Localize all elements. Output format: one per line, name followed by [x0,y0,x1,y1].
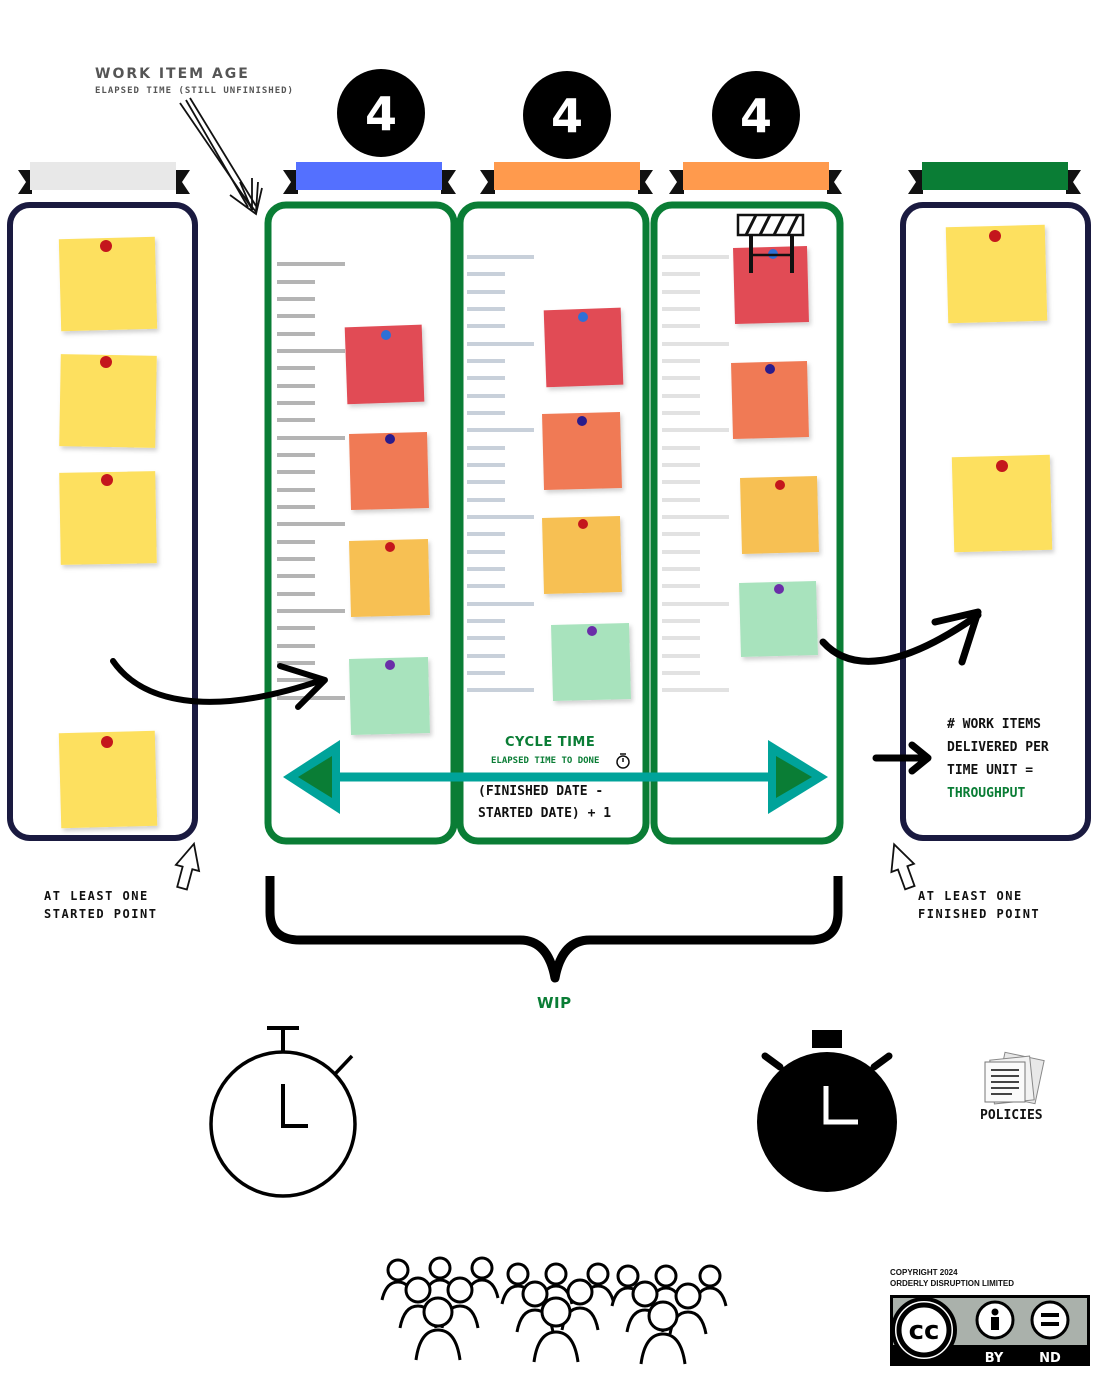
wip-limit-col3: 4 [712,71,800,159]
license-nd-label: ND [1039,1351,1061,1366]
outline-stopwatch-icon [209,1026,357,1198]
throughput-line2: DELIVERED PER [947,740,1049,755]
finished-point-label-line1: AT LEAST ONE [918,889,1023,903]
wip-limit-value: 4 [740,89,772,143]
backlog-sticky-3 [59,471,157,565]
finished-point-label-line2: FINISHED POINT [918,907,1041,921]
wip-label: WIP [537,994,572,1012]
start-flow-arrow [110,658,328,710]
work-item-age-arrow [179,97,263,216]
policies-documents-icon [984,1051,1045,1105]
col1-sticky-red [344,324,425,405]
cycle-time-timer-icon [616,753,630,769]
col1-sticky-mint [349,656,430,736]
age-scale-col1 [277,262,345,700]
col3-sticky-coral [731,361,809,439]
wip-limit-col1: 4 [337,69,425,157]
cycle-time-subtitle: ELAPSED TIME TO DONE [491,756,600,766]
col3-sticky-red [733,246,809,324]
wip-limit-value: 4 [365,87,397,141]
column-header-ribbons [18,162,1081,194]
col2-sticky-amber [542,515,622,595]
blocker-barrier-icon [736,213,805,273]
cc-by-nd-license-badge: cc BY ND [890,1295,1090,1366]
started-point-label-line2: STARTED POINT [44,907,158,921]
done-sticky-2 [951,454,1053,553]
backlog-sticky-1 [58,236,158,332]
done-header-ribbon [908,162,1081,194]
wip-limit-col2: 4 [523,71,611,159]
cc-logo-text: cc [909,1316,940,1346]
policies-label: POLICIES [980,1108,1043,1123]
col3-sticky-amber [740,475,819,554]
wip-limit-value: 4 [551,89,583,143]
backlog-sticky-2 [59,354,157,448]
finish-flow-arrow [819,608,982,666]
license-by-label: BY [985,1351,1004,1366]
team-people-icon [380,1256,728,1365]
copyright-line2: ORDERLY DISRUPTION LIMITED [890,1279,1015,1288]
backlog-sticky-4 [58,730,158,829]
cycle-time-formula-line2: STARTED DATE) + 1 [478,806,612,821]
finished-point-cursor-icon [890,842,916,891]
throughput-line4: THROUGHPUT [947,786,1026,801]
col1-header-ribbon [283,162,456,194]
filled-stopwatch-icon [757,1030,897,1192]
throughput-line1: # WORK ITEMS [947,717,1041,732]
col3-header-ribbon [669,162,842,194]
throughput-line3: TIME UNIT = [947,763,1034,778]
cycle-time-formula-line1: (FINISHED DATE - [478,784,604,799]
wip-brace [265,876,843,983]
col2-header-ribbon [480,162,653,194]
age-scale-col2 [467,255,534,692]
col1-sticky-amber [349,538,430,618]
col2-sticky-mint [551,622,631,702]
col2-sticky-coral [542,411,622,491]
col3-sticky-mint [739,580,818,657]
cycle-time-title: CYCLE TIME [505,735,596,750]
copyright-line1: COPYRIGHT 2024 [890,1268,958,1277]
backlog-header-ribbon [18,162,190,194]
work-item-age-subtitle: ELAPSED TIME (STILL UNFINISHED) [95,86,294,96]
done-sticky-1 [945,224,1048,324]
started-point-cursor-icon [174,841,201,891]
throughput-arrow [872,741,932,775]
cycle-time-double-arrow [283,740,828,814]
started-point-label-line1: AT LEAST ONE [44,889,149,903]
col2-sticky-red [543,307,624,388]
age-scale-col3 [662,255,729,692]
col1-sticky-coral [349,431,429,511]
work-item-age-title: WORK ITEM AGE [95,66,250,82]
